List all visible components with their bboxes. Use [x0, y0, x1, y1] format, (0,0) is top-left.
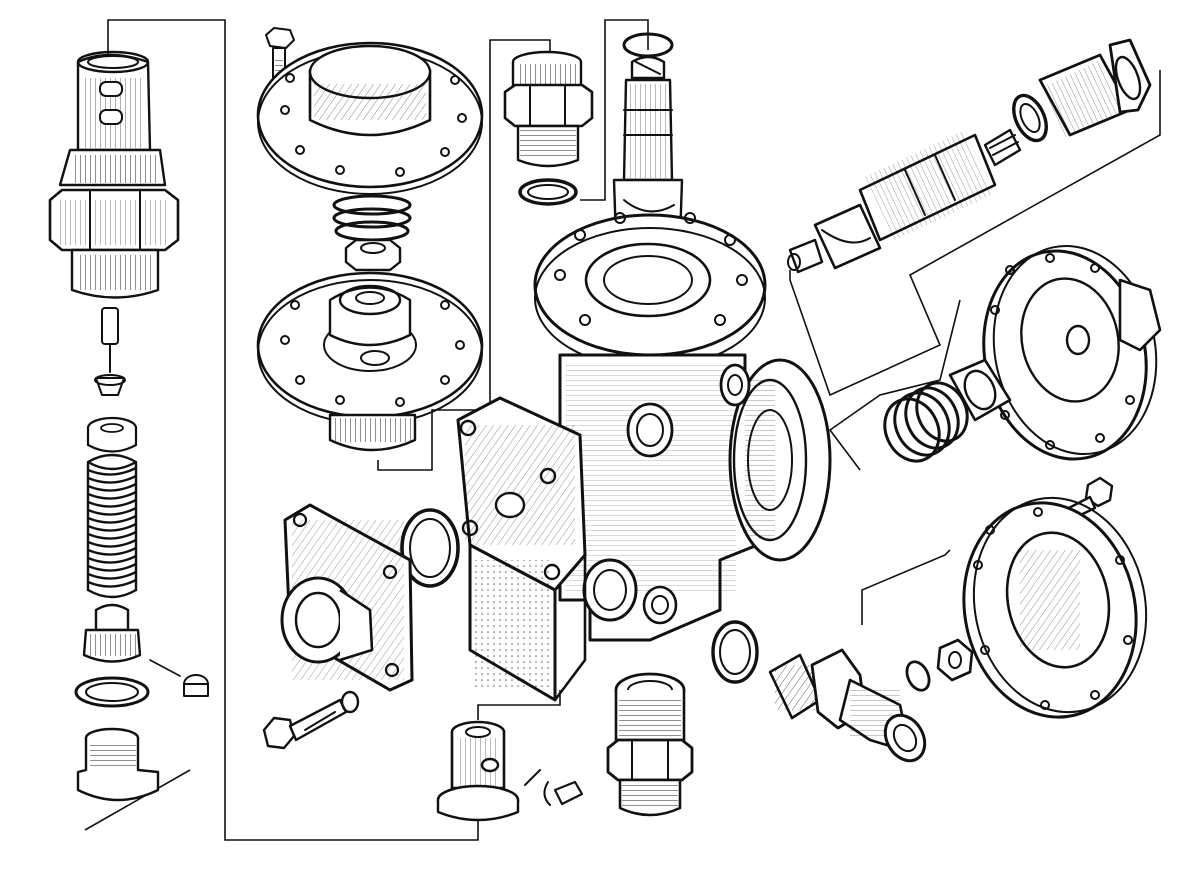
valve-seat-washer: [86, 416, 138, 453]
coil-spring-left: [86, 453, 138, 599]
drain-plug: [76, 727, 160, 802]
banjo-fitting: [436, 720, 520, 822]
leader-left: [107, 19, 479, 841]
leader-spindle: [580, 19, 649, 201]
hex-nut-top: [344, 238, 402, 272]
leader-right-shaft: [789, 70, 1161, 397]
spring-coil: [86, 482, 138, 492]
lower-flange-seat: [256, 271, 484, 452]
side-port-plate: [456, 396, 587, 702]
leader-right-mid: [828, 299, 961, 471]
spring-coil: [86, 514, 138, 524]
bearing-cover-lower: [962, 496, 1148, 719]
hose-nipple: [768, 648, 927, 763]
shaft-assembly: [787, 128, 1022, 274]
control-spindle: [612, 32, 684, 260]
spring-coil: [86, 498, 138, 508]
spring-coil: [86, 466, 138, 476]
pump-main-body: [558, 353, 832, 642]
bearing-cover-upper: [982, 244, 1162, 461]
lock-washer: [905, 660, 931, 692]
cone-spring-right: [883, 358, 1012, 463]
spring-coil: [86, 578, 138, 588]
top-cover-flange: [256, 41, 484, 195]
square-flange-fitting: [280, 503, 414, 692]
spring-coil: [86, 546, 138, 556]
pump-body-flange: [533, 212, 767, 369]
o-ring-top: [518, 178, 578, 206]
mount-bolt: [262, 690, 360, 750]
spring-coil: [86, 474, 138, 484]
sealing-ring-left: [74, 676, 150, 708]
spring-coil: [86, 562, 138, 572]
relief-valve-housing: [48, 50, 180, 299]
spring-coil: [86, 506, 138, 516]
relief-valve-needle: [94, 307, 126, 396]
gland-nut: [1012, 38, 1152, 143]
spring-coil: [86, 530, 138, 540]
spring-coil: [86, 490, 138, 500]
banjo-pin: [524, 769, 584, 806]
union-fitting-bottom: [606, 672, 694, 817]
o-ring-bottom-right: [711, 620, 759, 684]
union-fitting-top: [503, 50, 594, 168]
leader-bottom: [477, 690, 561, 720]
small-pin-cap: [149, 659, 209, 697]
spring-coil: [86, 538, 138, 548]
spring-coil: [86, 554, 138, 564]
leader-right-lower: [861, 549, 951, 625]
valve-plunger: [82, 603, 142, 663]
diaphragm-spring: [332, 194, 412, 242]
leader-center-top: [377, 39, 551, 471]
spring-coil: [86, 570, 138, 580]
hex-nut-right: [936, 638, 974, 682]
spring-coil: [86, 522, 138, 532]
floor-line: [84, 769, 191, 831]
leader-lines: [84, 19, 1161, 841]
